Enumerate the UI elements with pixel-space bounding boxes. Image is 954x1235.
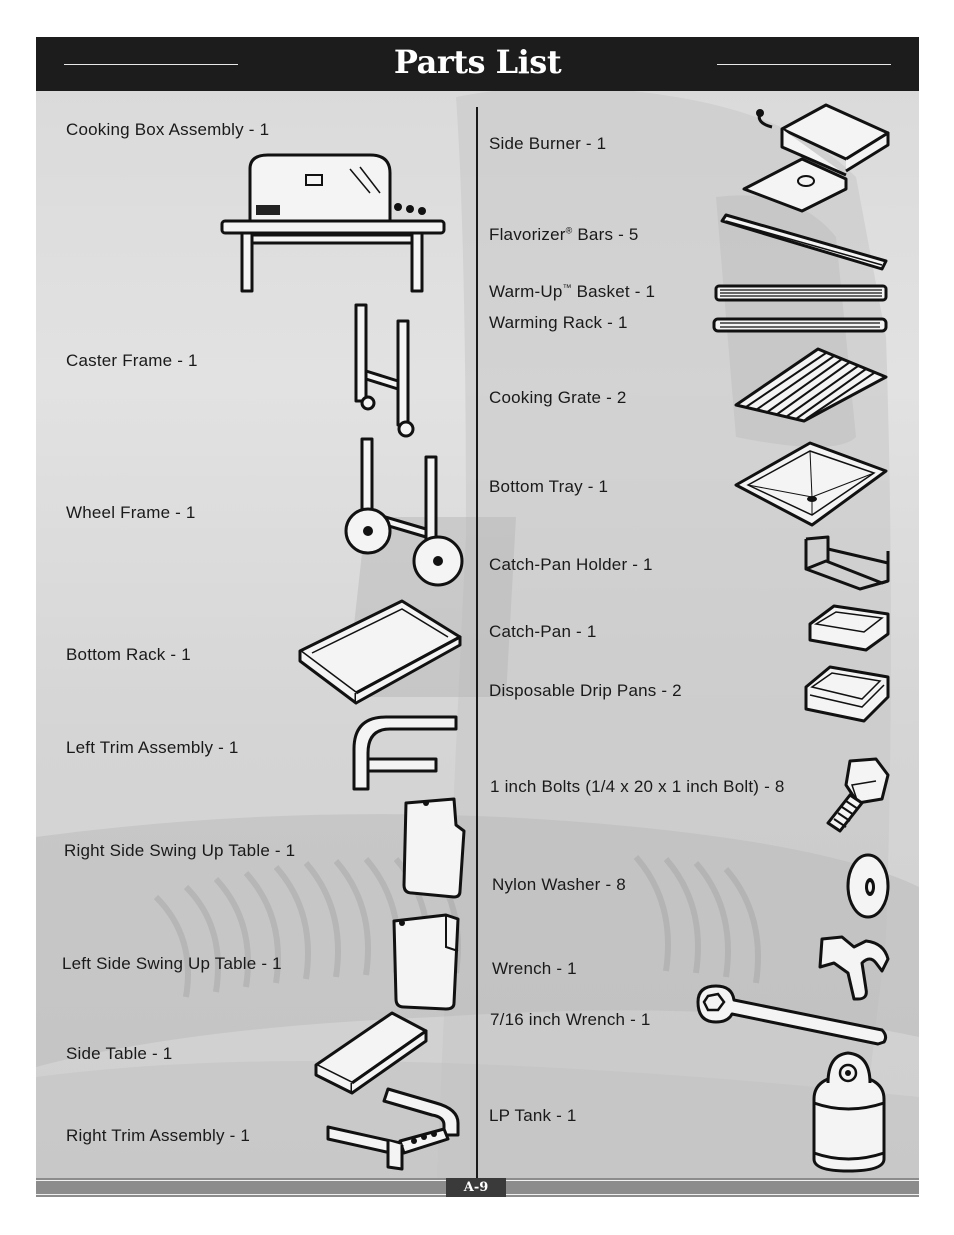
trademark-mark: ™ bbox=[562, 282, 572, 293]
header-bar: Parts List bbox=[36, 37, 919, 91]
caster-frame-icon bbox=[354, 303, 415, 438]
catch-pan-holder-icon bbox=[804, 535, 890, 591]
part-label-right-swing-table: Right Side Swing Up Table - 1 bbox=[64, 841, 296, 860]
warming-rack-icon bbox=[712, 317, 888, 333]
warm-up-qty: Basket - 1 bbox=[571, 282, 656, 301]
bottom-tray-icon bbox=[734, 441, 888, 527]
part-label-side-table: Side Table - 1 bbox=[66, 1044, 173, 1063]
right-trim-icon bbox=[326, 1087, 460, 1171]
parts-list-page: Parts List Cooking Box Assembly - 1 Cast… bbox=[36, 37, 919, 1197]
flavorizer-qty: Bars - 5 bbox=[572, 225, 639, 244]
washer-icon bbox=[846, 853, 890, 919]
cooking-grate-icon bbox=[734, 347, 888, 423]
part-label-warm-up-basket: Warm-Up™ Basket - 1 bbox=[489, 282, 655, 302]
part-label-wrench: Wrench - 1 bbox=[492, 959, 577, 978]
open-wrench-icon bbox=[696, 984, 888, 1046]
part-label-lp-tank: LP Tank - 1 bbox=[489, 1106, 577, 1125]
right-swing-table-icon bbox=[402, 797, 466, 899]
part-label-nylon-washer: Nylon Washer - 8 bbox=[492, 875, 626, 894]
part-label-left-trim: Left Trim Assembly - 1 bbox=[66, 738, 239, 757]
registered-mark: ® bbox=[565, 225, 573, 236]
part-label-bottom-tray: Bottom Tray - 1 bbox=[489, 477, 609, 496]
wheel-frame-icon bbox=[344, 437, 464, 587]
part-label-cooking-grate: Cooking Grate - 2 bbox=[489, 388, 627, 407]
part-label-flavorizer-bars: Flavorizer® Bars - 5 bbox=[489, 225, 639, 245]
page-title: Parts List bbox=[393, 43, 562, 81]
header-rule-left bbox=[64, 64, 238, 65]
part-label-drip-pans: Disposable Drip Pans - 2 bbox=[489, 681, 682, 700]
part-label-bottom-rack: Bottom Rack - 1 bbox=[66, 645, 191, 664]
part-label-side-burner: Side Burner - 1 bbox=[489, 134, 607, 153]
wrench-icon bbox=[818, 935, 890, 1001]
catch-pan-icon bbox=[808, 604, 890, 652]
bolt-icon bbox=[826, 757, 890, 833]
part-label-wheel-frame: Wheel Frame - 1 bbox=[66, 503, 196, 522]
side-table-icon bbox=[314, 1011, 428, 1095]
left-swing-table-icon bbox=[392, 913, 460, 1011]
column-divider bbox=[476, 107, 478, 1182]
flavorizer-name: Flavorizer bbox=[489, 225, 566, 244]
part-label-right-trim: Right Trim Assembly - 1 bbox=[66, 1126, 251, 1145]
part-label-catch-pan-holder: Catch-Pan Holder - 1 bbox=[489, 555, 653, 574]
part-label-cooking-box: Cooking Box Assembly - 1 bbox=[66, 120, 270, 139]
part-label-open-wrench: 7/16 inch Wrench - 1 bbox=[490, 1010, 651, 1029]
left-trim-icon bbox=[352, 715, 458, 791]
cooking-box-icon bbox=[220, 153, 446, 293]
part-label-catch-pan: Catch-Pan - 1 bbox=[489, 622, 597, 641]
side-burner-icon bbox=[742, 103, 890, 213]
part-label-warming-rack: Warming Rack - 1 bbox=[489, 313, 628, 332]
drip-pan-icon bbox=[804, 665, 890, 723]
warm-up-name: Warm-Up bbox=[489, 282, 563, 301]
lp-tank-icon bbox=[812, 1051, 886, 1173]
warm-up-basket-icon bbox=[714, 284, 888, 302]
bottom-rack-icon bbox=[298, 599, 462, 705]
part-label-bolts: 1 inch Bolts (1/4 x 20 x 1 inch Bolt) - … bbox=[490, 777, 785, 796]
part-label-caster-frame: Caster Frame - 1 bbox=[66, 351, 198, 370]
page-number: A-9 bbox=[446, 1178, 506, 1197]
header-rule-right bbox=[717, 64, 891, 65]
part-label-left-swing-table: Left Side Swing Up Table - 1 bbox=[62, 954, 282, 973]
flavorizer-bar-icon bbox=[720, 213, 888, 271]
